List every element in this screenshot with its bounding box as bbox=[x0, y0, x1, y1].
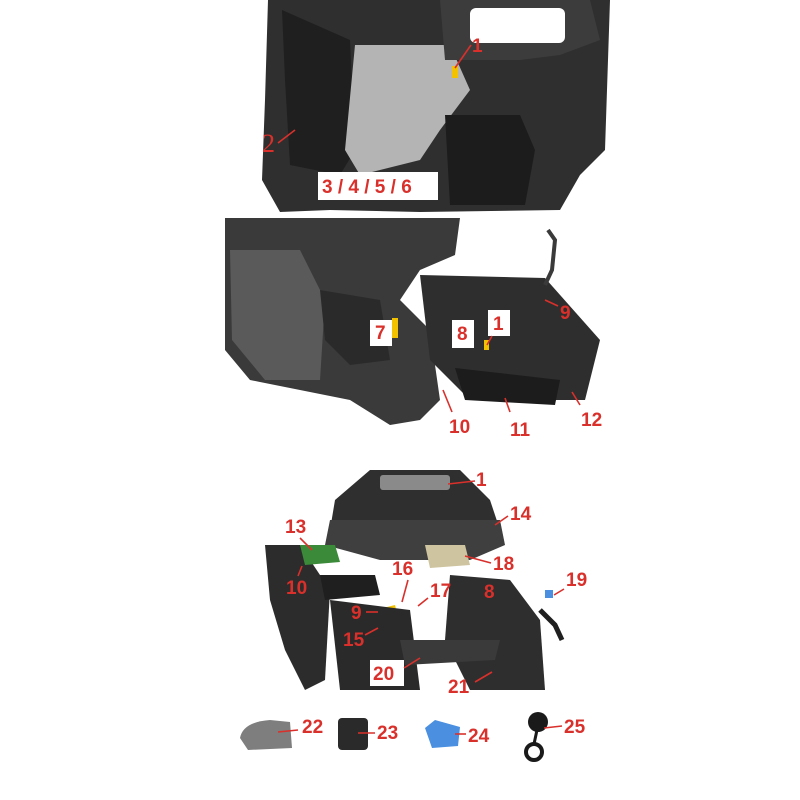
callout-8: 8 bbox=[484, 582, 495, 603]
callout-8: 8 bbox=[457, 324, 468, 345]
leader-line bbox=[297, 565, 303, 577]
callout-14: 14 bbox=[510, 504, 532, 525]
right-glovebox-assembly bbox=[445, 575, 545, 690]
leader-line bbox=[571, 391, 581, 406]
yellow-clip bbox=[452, 66, 458, 78]
callout-12: 12 bbox=[581, 410, 602, 431]
callout-20: 20 bbox=[373, 664, 394, 685]
label-box bbox=[370, 320, 392, 346]
leader-line bbox=[442, 389, 453, 413]
callout-7: 7 bbox=[375, 323, 386, 344]
left-side-panel bbox=[265, 545, 330, 690]
label-box bbox=[452, 320, 474, 348]
fairing-top-opening bbox=[470, 8, 565, 43]
dash-mount-frame bbox=[325, 520, 505, 560]
center-bracket bbox=[320, 575, 380, 600]
socket-cap-25 bbox=[528, 712, 548, 732]
leader-line bbox=[277, 129, 296, 144]
glovebox-cable bbox=[543, 228, 558, 286]
leader-line bbox=[447, 480, 476, 485]
leader-line bbox=[401, 579, 409, 603]
fairing-center-cover bbox=[345, 45, 470, 175]
yellow-bracket bbox=[392, 318, 398, 338]
leader-line bbox=[474, 671, 493, 683]
leader-line bbox=[454, 44, 472, 69]
panel-plate-23 bbox=[338, 718, 368, 750]
leader-line bbox=[277, 729, 299, 733]
leader-line bbox=[417, 597, 429, 607]
leader-line bbox=[504, 397, 511, 413]
socket-ring-25 bbox=[524, 742, 544, 762]
callout-13: 13 bbox=[285, 517, 306, 538]
view-2-inner-fairing: 7 8 1 9 10 11 12 bbox=[225, 218, 602, 441]
leader-line bbox=[494, 515, 509, 526]
glovebox-lower-tray bbox=[455, 368, 560, 405]
fuse-24 bbox=[425, 720, 460, 748]
green-circuit-board bbox=[300, 545, 340, 565]
leader-line bbox=[364, 627, 379, 636]
inner-bracket bbox=[320, 290, 390, 365]
callout-2: 2 bbox=[262, 129, 275, 158]
callout-21: 21 bbox=[448, 677, 470, 698]
callout-17: 17 bbox=[430, 581, 451, 602]
view-3-exploded-assembly: 1 14 13 18 10 16 17 8 19 9 15 20 21 bbox=[265, 470, 587, 698]
callout-25: 25 bbox=[564, 717, 586, 738]
power-socket-cable bbox=[538, 608, 565, 642]
leader-line bbox=[544, 299, 559, 307]
blue-clip bbox=[545, 590, 553, 598]
accessory-parts-row: 22 23 24 25 bbox=[240, 712, 586, 762]
callout-23: 23 bbox=[377, 723, 398, 744]
perforated-panel bbox=[230, 250, 325, 380]
lower-support-rail bbox=[400, 640, 500, 665]
label-box bbox=[370, 660, 404, 686]
callout-3-4-5-6: 3 / 4 / 5 / 6 bbox=[322, 177, 412, 198]
fairing-right-pocket bbox=[445, 115, 535, 205]
leader-line bbox=[543, 725, 563, 729]
callout-9: 9 bbox=[351, 603, 362, 624]
callout-24: 24 bbox=[468, 726, 490, 747]
cable-harness-connector bbox=[425, 545, 470, 568]
fairing-left-panel bbox=[282, 10, 355, 175]
instrument-display-window bbox=[380, 475, 450, 490]
cover-cap-22 bbox=[240, 720, 292, 750]
leader-line bbox=[486, 335, 493, 346]
socket-strap-25 bbox=[532, 729, 539, 745]
callout-19: 19 bbox=[566, 570, 587, 591]
leader-line bbox=[403, 657, 421, 669]
callout-10: 10 bbox=[449, 417, 470, 438]
callout-9: 9 bbox=[560, 303, 571, 324]
callout-1: 1 bbox=[472, 36, 483, 57]
yellow-clip bbox=[484, 340, 489, 350]
callout-11: 11 bbox=[510, 420, 531, 441]
callout-1: 1 bbox=[476, 470, 487, 491]
callout-18: 18 bbox=[493, 554, 514, 575]
label-box bbox=[488, 310, 510, 336]
callout-16: 16 bbox=[392, 559, 413, 580]
callout-10: 10 bbox=[286, 578, 307, 599]
leader-line bbox=[299, 537, 313, 551]
callout-1: 1 bbox=[493, 314, 504, 335]
label-box bbox=[318, 172, 438, 200]
view-1-fairing-top: 1 2 3 / 4 / 5 / 6 bbox=[262, 0, 610, 212]
glovebox-body bbox=[420, 275, 600, 400]
leader-line bbox=[553, 588, 565, 596]
leader-line bbox=[464, 555, 492, 564]
callout-15: 15 bbox=[343, 630, 365, 651]
callout-22: 22 bbox=[302, 717, 323, 738]
